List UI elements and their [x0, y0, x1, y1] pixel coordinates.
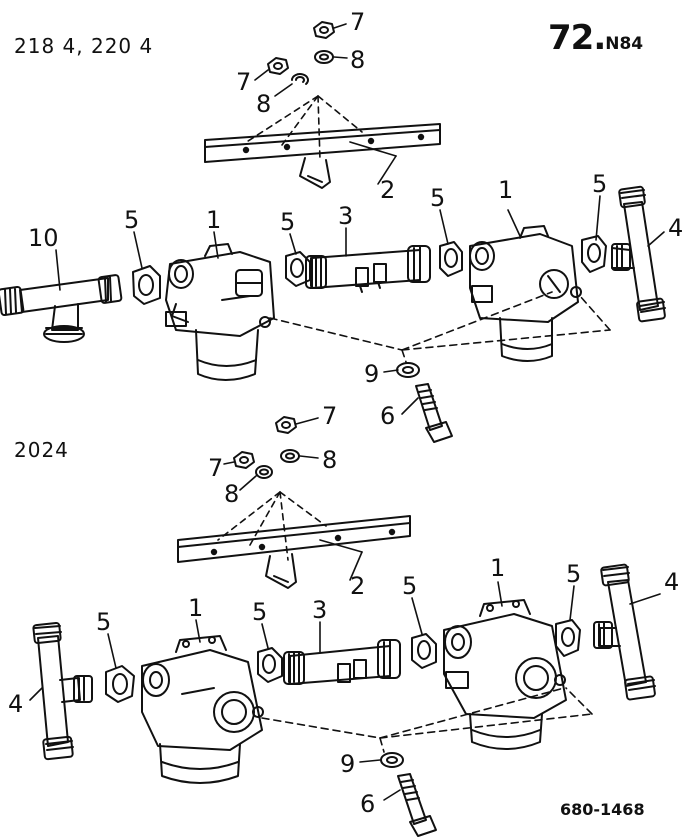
- bottom-hardware-leaders: [217, 491, 327, 561]
- callout-5-bottom-a: 5: [96, 608, 112, 636]
- bottom-callout-leaders: [29, 417, 661, 801]
- tee-fitting-10: [0, 274, 123, 343]
- callout-7-bottom-b: 7: [208, 454, 224, 482]
- callout-2-bottom: 2: [350, 572, 366, 600]
- tee-fitting-4-top: [611, 185, 666, 323]
- callout-8-top-b: 8: [256, 90, 272, 118]
- top-assembly: [0, 21, 666, 443]
- mounting-bracket-bottom: [177, 515, 411, 589]
- callout-4-top: 4: [668, 214, 684, 242]
- nut-5-bottom-right: [555, 619, 581, 657]
- callout-5-top-a: 5: [124, 206, 140, 234]
- nut-5-bottom-center-left: [257, 647, 283, 683]
- callout-6-top: 6: [380, 402, 396, 430]
- callout-9-top: 9: [364, 360, 380, 388]
- top-callout-leaders: [55, 23, 665, 415]
- model-label-bottom: 2024: [14, 438, 69, 462]
- callout-2-top: 2: [380, 176, 396, 204]
- callout-1-bottom-left: 1: [188, 594, 204, 622]
- nut-5-top-left: [132, 265, 161, 305]
- callout-1-bottom-right: 1: [490, 554, 506, 582]
- callout-5-top-d: 5: [592, 170, 608, 198]
- top-hardware-leaders: [244, 95, 363, 161]
- tee-fitting-4-bottom-right: [593, 563, 656, 701]
- nut-5-top-center-right: [439, 241, 463, 277]
- washer-8-top-b: [291, 73, 309, 85]
- callout-6-bottom: 6: [360, 790, 376, 818]
- callout-8-bottom-b: 8: [224, 480, 240, 508]
- callout-7-top-a: 7: [350, 8, 366, 36]
- mounting-bracket-top: [204, 123, 441, 189]
- valve-body-bottom-left: [141, 635, 264, 784]
- bottom-assembly: [29, 416, 661, 837]
- bolt-6-bottom: [397, 773, 437, 837]
- callout-3-top: 3: [338, 202, 354, 230]
- nut-7-top-a: [313, 21, 335, 39]
- nut-7-bottom-b: [233, 451, 255, 469]
- washer-8-bottom-a: [280, 449, 300, 463]
- washer-8-top-a: [314, 50, 334, 64]
- callout-5-top-c: 5: [430, 184, 446, 212]
- callout-7-bottom-a: 7: [322, 402, 338, 430]
- callout-1-top-left: 1: [206, 206, 222, 234]
- page-number: 72.N84: [548, 18, 644, 58]
- washer-8-bottom-b: [255, 465, 273, 479]
- tee-fitting-4-bottom-left: [32, 621, 93, 761]
- callout-1-top-right: 1: [498, 176, 514, 204]
- callout-5-bottom-d: 5: [566, 560, 582, 588]
- callout-4-bottom-right: 4: [664, 568, 680, 596]
- callout-7-top-b: 7: [236, 68, 252, 96]
- model-label-top: 218 4, 220 4: [14, 34, 154, 58]
- figure-reference: 680-1468: [560, 800, 645, 819]
- nut-7-top-b: [267, 57, 289, 75]
- connecting-pipe-3-top: [305, 245, 431, 293]
- washer-9-top: [396, 362, 420, 378]
- callout-8-top-a: 8: [350, 46, 366, 74]
- nut-5-bottom-left: [105, 665, 135, 703]
- nut-7-bottom-a: [275, 416, 297, 434]
- callout-10-top: 10: [28, 224, 59, 252]
- callout-9-bottom: 9: [340, 750, 356, 778]
- nut-5-bottom-center-right: [411, 633, 437, 669]
- callout-5-top-b: 5: [280, 208, 296, 236]
- top-mounting-leaders: [269, 291, 611, 363]
- bottom-mounting-leaders: [261, 687, 593, 753]
- nut-5-top-right: [581, 235, 607, 273]
- connecting-pipe-3-bottom: [283, 639, 401, 685]
- valve-body-bottom-right: [443, 599, 567, 750]
- page-suffix: N84: [605, 34, 644, 54]
- callout-5-bottom-b: 5: [252, 598, 268, 626]
- valve-body-top-right: [469, 225, 582, 362]
- callout-4-bottom-left: 4: [8, 690, 24, 718]
- washer-9-bottom: [380, 752, 404, 768]
- bolt-6-top: [415, 383, 453, 443]
- callout-8-bottom-a: 8: [322, 446, 338, 474]
- callout-5-bottom-c: 5: [402, 572, 418, 600]
- callout-3-bottom: 3: [312, 596, 328, 624]
- valve-body-top-left: [165, 243, 275, 381]
